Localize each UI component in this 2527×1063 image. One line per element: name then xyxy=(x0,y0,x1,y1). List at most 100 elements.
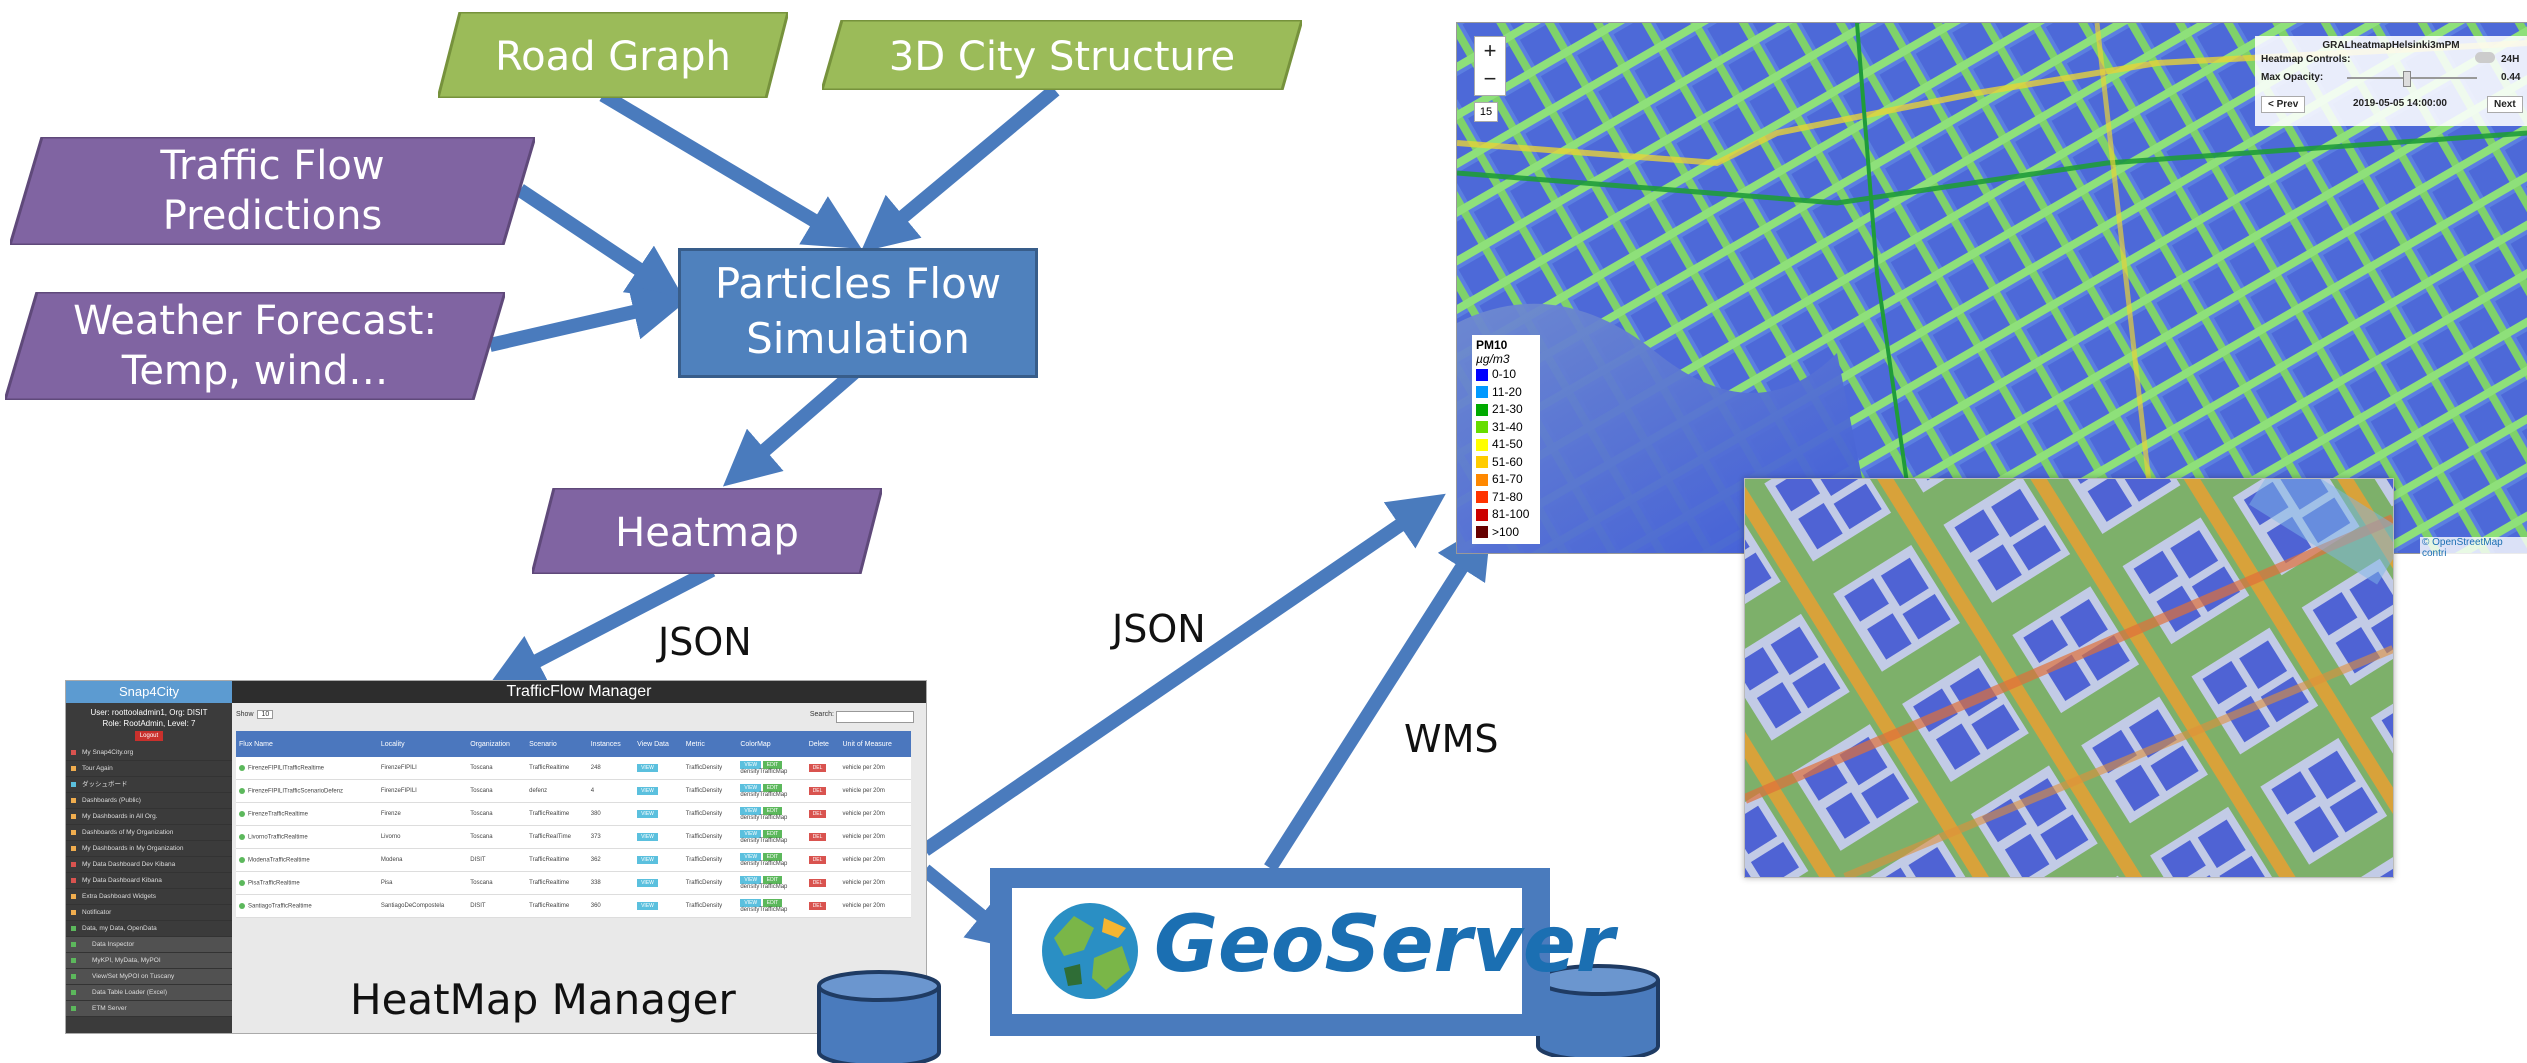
geoserver-logo-text: GeoServer xyxy=(1154,900,1615,990)
map-attribution[interactable]: © OpenStreetMap contri xyxy=(2420,537,2527,559)
opacity-slider-handle[interactable] xyxy=(2403,71,2411,87)
sidebar-item[interactable]: My Dashboards in My Organization xyxy=(66,841,232,857)
legend-item: >100 xyxy=(1476,524,1536,542)
colormap-name: densityTrafficMap xyxy=(740,838,788,844)
delete-button[interactable]: DEL xyxy=(808,833,827,841)
sidebar-subitem[interactable]: Data Inspector xyxy=(66,937,232,953)
column-header[interactable]: Delete xyxy=(805,731,840,757)
opacity-slider[interactable] xyxy=(2347,77,2477,79)
colormap-edit-button[interactable]: EDIT xyxy=(762,899,783,907)
manager-user-line1: User: roottooladmin1, Org: DISIT xyxy=(90,708,208,717)
sidebar-subitem[interactable]: View/Set MyPOI on Tuscany xyxy=(66,969,232,985)
table-cell: Firenze xyxy=(377,802,468,826)
flux-name: FirenzeFIPILITrafficRealtime xyxy=(248,765,325,772)
next-button[interactable]: Next xyxy=(2487,96,2523,113)
delete-button[interactable]: DEL xyxy=(808,764,827,772)
sidebar-item[interactable]: Notificator xyxy=(66,905,232,921)
legend-title: PM10 xyxy=(1476,338,1508,352)
delete-button[interactable]: DEL xyxy=(808,810,827,818)
show-select[interactable]: 10 xyxy=(257,710,274,719)
colormap-edit-button[interactable]: EDIT xyxy=(762,876,783,884)
status-dot xyxy=(239,833,245,840)
sidebar-item[interactable]: ダッシュボード xyxy=(66,777,232,793)
colormap-edit-button[interactable]: EDIT xyxy=(762,830,783,838)
road-graph-node: Road Graph xyxy=(438,12,788,98)
status-dot xyxy=(239,764,245,771)
logout-button[interactable]: Logout xyxy=(135,731,163,741)
delete-button[interactable]: DEL xyxy=(808,902,827,910)
sidebar-item[interactable]: Dashboards of My Organization xyxy=(66,825,232,841)
legend-swatch xyxy=(1476,421,1488,434)
colormap-view-button[interactable]: VIEW xyxy=(740,853,762,861)
legend-item: 31-40 xyxy=(1476,419,1536,437)
column-header[interactable]: Scenario xyxy=(526,731,588,757)
sidebar-subitem[interactable]: MyKPI, MyData, MyPOI xyxy=(66,953,232,969)
delete-button[interactable]: DEL xyxy=(808,879,827,887)
legend-swatch xyxy=(1476,438,1488,451)
prev-button[interactable]: < Prev xyxy=(2261,96,2306,113)
wms-label: WMS xyxy=(1404,717,1499,761)
view-data-button[interactable]: VIEW xyxy=(637,833,658,841)
sidebar-item[interactable]: My Data Dashboard Dev Kibana xyxy=(66,857,232,873)
colormap-name: densityTrafficMap xyxy=(740,769,788,775)
colormap-view-button[interactable]: VIEW xyxy=(740,784,762,792)
legend-label: >100 xyxy=(1492,524,1520,539)
column-header[interactable]: Unit of Measure xyxy=(839,731,911,757)
particles-label-line1: Particles Flow xyxy=(714,259,1002,308)
column-header[interactable]: Flux Name xyxy=(236,731,378,757)
database-icon xyxy=(817,970,941,1063)
colormap-edit-button[interactable]: EDIT xyxy=(762,784,783,792)
zoom-out-button[interactable]: − xyxy=(1483,66,1497,91)
colormap-edit-button[interactable]: EDIT xyxy=(762,853,783,861)
show-label: Show xyxy=(236,711,254,718)
colormap-view-button[interactable]: VIEW xyxy=(740,876,762,884)
view-data-button[interactable]: VIEW xyxy=(637,764,658,772)
column-header[interactable]: Metric xyxy=(682,731,738,757)
sidebar-item[interactable]: My Snap4City.org xyxy=(66,745,232,761)
column-header[interactable]: Locality xyxy=(377,731,468,757)
sidebar-item[interactable]: Tour Again xyxy=(66,761,232,777)
heatmap-controls-panel: GRALheatmapHelsinki3mPM Heatmap Controls… xyxy=(2255,36,2527,126)
view-data-button[interactable]: VIEW xyxy=(637,787,658,795)
table-cell: TrafficDensity xyxy=(682,757,738,780)
sidebar-item[interactable]: My Dashboards in All Org. xyxy=(66,809,232,825)
colormap-name: densityTrafficMap xyxy=(740,861,788,867)
period-toggle[interactable] xyxy=(2475,52,2495,63)
view-data-button[interactable]: VIEW xyxy=(637,810,658,818)
delete-button[interactable]: DEL xyxy=(808,856,827,864)
colormap-view-button[interactable]: VIEW xyxy=(740,830,762,838)
colormap-view-button[interactable]: VIEW xyxy=(740,807,762,815)
sidebar-item[interactable]: Extra Dashboard Widgets xyxy=(66,889,232,905)
sidebar-item[interactable]: Dashboards (Public) xyxy=(66,793,232,809)
sidebar-subitem[interactable]: Data Table Loader (Excel) xyxy=(66,985,232,1001)
table-cell: TrafficDensity xyxy=(682,779,738,803)
sidebar-item[interactable]: Data, my Data, OpenData xyxy=(66,921,232,937)
table-cell: vehicle per 20m xyxy=(839,848,911,872)
heatmap-node: Heatmap xyxy=(532,488,882,574)
delete-button[interactable]: DEL xyxy=(808,787,827,795)
view-data-button[interactable]: VIEW xyxy=(637,879,658,887)
colormap-edit-button[interactable]: EDIT xyxy=(762,807,783,815)
flux-name: SantiagoTrafficRealtime xyxy=(248,903,312,910)
column-header[interactable]: View Data xyxy=(634,731,683,757)
column-header[interactable]: ColorMap xyxy=(737,731,806,757)
legend-label: 31-40 xyxy=(1492,419,1523,434)
sidebar-subitem[interactable]: ETM Server xyxy=(66,1001,232,1017)
zoom-in-button[interactable]: + xyxy=(1483,38,1497,63)
colormap-edit-button[interactable]: EDIT xyxy=(762,761,783,769)
search-input[interactable] xyxy=(836,711,914,723)
view-data-button[interactable]: VIEW xyxy=(637,856,658,864)
colormap-view-button[interactable]: VIEW xyxy=(740,761,762,769)
view-data-button[interactable]: VIEW xyxy=(637,902,658,910)
column-header[interactable]: Organization xyxy=(467,731,527,757)
colormap-view-button[interactable]: VIEW xyxy=(740,899,762,907)
column-header[interactable]: Instances xyxy=(587,731,635,757)
sidebar-item[interactable]: My Data Dashboard Kibana xyxy=(66,873,232,889)
